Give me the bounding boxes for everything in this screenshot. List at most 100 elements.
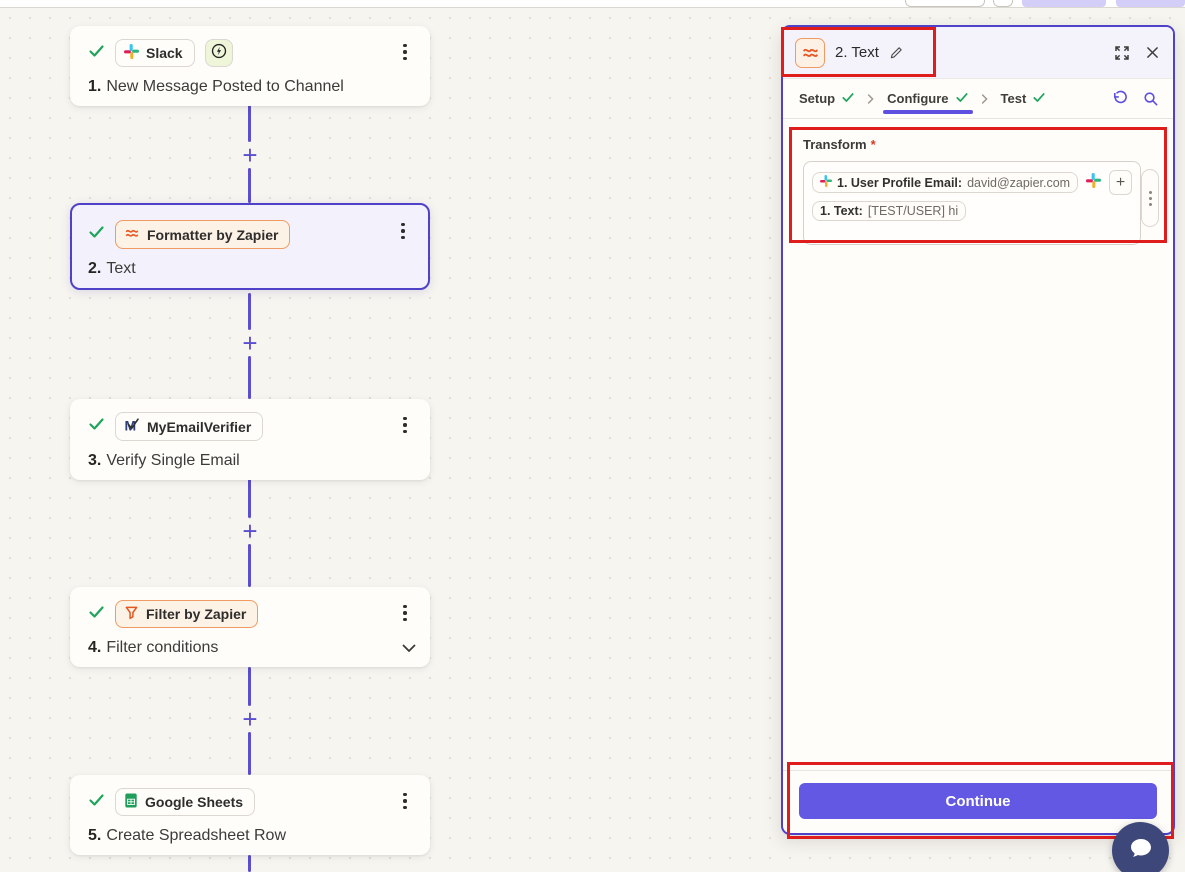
app-pill-google-sheets[interactable]: Google Sheets bbox=[115, 788, 256, 816]
connector-line bbox=[248, 732, 251, 775]
chat-speech-bubble-icon bbox=[1124, 831, 1158, 870]
field-label-text: Transform bbox=[803, 137, 867, 152]
step-card-3-myemailverifier[interactable]: M MyEmailVerifier 3. Verify Single Email bbox=[70, 399, 430, 480]
step-menu-kebab-icon[interactable] bbox=[394, 221, 412, 241]
step-success-check-icon bbox=[88, 225, 105, 244]
tab-label: Setup bbox=[799, 91, 836, 106]
chevron-right-icon bbox=[981, 93, 989, 105]
step-card-5-google-sheets[interactable]: Google Sheets 5. Create Spreadsheet Row bbox=[70, 775, 430, 855]
tab-complete-check-icon bbox=[1032, 91, 1046, 106]
app-pill-label: Formatter by Zapier bbox=[147, 226, 279, 243]
chat-launcher-button[interactable] bbox=[1112, 822, 1169, 872]
transform-input[interactable]: 1. User Profile Email: david@zapier.com … bbox=[803, 161, 1141, 245]
continue-button[interactable]: Continue bbox=[799, 783, 1157, 819]
insert-data-button[interactable]: + bbox=[1109, 170, 1132, 195]
step-success-check-icon bbox=[88, 417, 105, 436]
tab-label: Test bbox=[1000, 91, 1027, 106]
step-number: 1. bbox=[88, 78, 102, 95]
app-pill-label: Filter by Zapier bbox=[146, 606, 247, 622]
tab-label: Configure bbox=[887, 91, 949, 106]
step-number: 5. bbox=[88, 827, 102, 844]
panel-header: 2. Text bbox=[783, 27, 1173, 79]
step-title: Text bbox=[106, 260, 136, 277]
step-card-4-filter[interactable]: Filter by Zapier 4. Filter conditions bbox=[70, 587, 430, 667]
instant-trigger-badge bbox=[204, 39, 233, 67]
toolbar-button-fragment[interactable] bbox=[1022, 0, 1106, 7]
add-step-button[interactable]: + bbox=[242, 704, 258, 734]
step-title: Verify Single Email bbox=[106, 452, 240, 469]
add-step-button[interactable]: + bbox=[242, 140, 258, 170]
app-pill-formatter[interactable]: Formatter by Zapier bbox=[115, 220, 291, 249]
app-pill-label: Google Sheets bbox=[145, 794, 244, 810]
connector-line bbox=[248, 293, 251, 330]
myemailverifier-icon: M bbox=[124, 417, 140, 436]
step-card-1-slack[interactable]: Slack 1. New Message Posted to Channel bbox=[70, 26, 430, 106]
step-success-check-icon bbox=[88, 44, 105, 63]
slack-icon bbox=[820, 175, 832, 190]
step-title: New Message Posted to Channel bbox=[106, 78, 344, 95]
mapped-field-token[interactable]: 1. User Profile Email: david@zapier.com bbox=[812, 172, 1079, 193]
step-number: 4. bbox=[88, 639, 102, 656]
tab-complete-check-icon bbox=[955, 91, 969, 106]
panel-body: Transform* 1. User Profile Email: david@… bbox=[783, 119, 1173, 770]
toolbar-button-fragment[interactable] bbox=[905, 0, 985, 7]
step-menu-kebab-icon[interactable] bbox=[396, 603, 414, 623]
token-label: 1. Text: bbox=[820, 204, 863, 218]
connector-line bbox=[248, 168, 251, 203]
connector-line bbox=[248, 667, 251, 706]
toolbar-button-fragment[interactable] bbox=[993, 0, 1013, 7]
toolbar-button-fragment[interactable] bbox=[1116, 0, 1185, 7]
panel-step-title: 2. Text bbox=[835, 44, 879, 61]
lightning-circle-icon bbox=[210, 42, 228, 65]
connector-line bbox=[248, 356, 251, 399]
tab-setup[interactable]: Setup bbox=[799, 79, 855, 118]
search-icon[interactable] bbox=[1142, 90, 1159, 107]
workflow-canvas[interactable]: + + + + Slack 1. New Message Posted bbox=[0, 8, 1185, 872]
app-pill-label: MyEmailVerifier bbox=[147, 418, 252, 435]
close-icon[interactable] bbox=[1146, 46, 1159, 59]
formatter-squiggle-icon bbox=[124, 225, 140, 244]
mapped-field-token[interactable]: 1. Text: [TEST/USER] hi bbox=[812, 201, 967, 221]
fullscreen-expand-icon[interactable] bbox=[1114, 45, 1130, 61]
transform-field-label: Transform* bbox=[803, 137, 1153, 152]
token-label: 1. User Profile Email: bbox=[837, 175, 963, 190]
add-step-button[interactable]: + bbox=[242, 328, 258, 358]
google-sheets-icon bbox=[124, 793, 138, 811]
app-pill-slack[interactable]: Slack bbox=[115, 39, 195, 67]
step-number: 3. bbox=[88, 452, 102, 469]
token-value: [TEST/USER] hi bbox=[867, 204, 959, 218]
token-value: david@zapier.com bbox=[967, 175, 1071, 190]
tab-complete-check-icon bbox=[841, 91, 855, 106]
undo-icon[interactable] bbox=[1111, 90, 1128, 107]
app-pill-filter[interactable]: Filter by Zapier bbox=[115, 600, 259, 628]
step-menu-kebab-icon[interactable] bbox=[396, 415, 414, 435]
step-success-check-icon bbox=[88, 793, 105, 812]
chevron-down-icon[interactable] bbox=[402, 644, 416, 653]
panel-footer: Continue bbox=[783, 770, 1173, 833]
step-number: 2. bbox=[88, 260, 102, 277]
step-menu-kebab-icon[interactable] bbox=[396, 42, 414, 62]
step-detail-panel: 2. Text Setup Configure bbox=[781, 25, 1175, 835]
connector-line bbox=[248, 855, 251, 872]
tab-test[interactable]: Test bbox=[1001, 79, 1047, 118]
slack-icon bbox=[1086, 172, 1102, 193]
top-toolbar-cropped bbox=[0, 0, 1185, 8]
filter-funnel-icon bbox=[124, 605, 139, 623]
slack-icon bbox=[124, 44, 139, 62]
app-pill-label: Slack bbox=[146, 45, 183, 61]
panel-tabs: Setup Configure Test bbox=[783, 79, 1173, 119]
tab-configure[interactable]: Configure bbox=[883, 79, 973, 118]
chevron-right-icon bbox=[867, 93, 875, 105]
app-pill-myemailverifier[interactable]: M MyEmailVerifier bbox=[115, 412, 264, 441]
step-title: Create Spreadsheet Row bbox=[106, 827, 286, 844]
add-step-button[interactable]: + bbox=[242, 516, 258, 546]
step-success-check-icon bbox=[88, 605, 105, 624]
edit-pencil-icon[interactable] bbox=[889, 45, 904, 60]
field-options-kebab-icon[interactable] bbox=[1141, 169, 1159, 227]
connector-line bbox=[248, 544, 251, 587]
connector-line bbox=[248, 479, 251, 518]
step-title: Filter conditions bbox=[106, 639, 219, 656]
formatter-squiggle-icon bbox=[795, 37, 825, 68]
step-menu-kebab-icon[interactable] bbox=[396, 791, 414, 811]
step-card-2-formatter[interactable]: Formatter by Zapier 2. Text bbox=[70, 203, 430, 290]
